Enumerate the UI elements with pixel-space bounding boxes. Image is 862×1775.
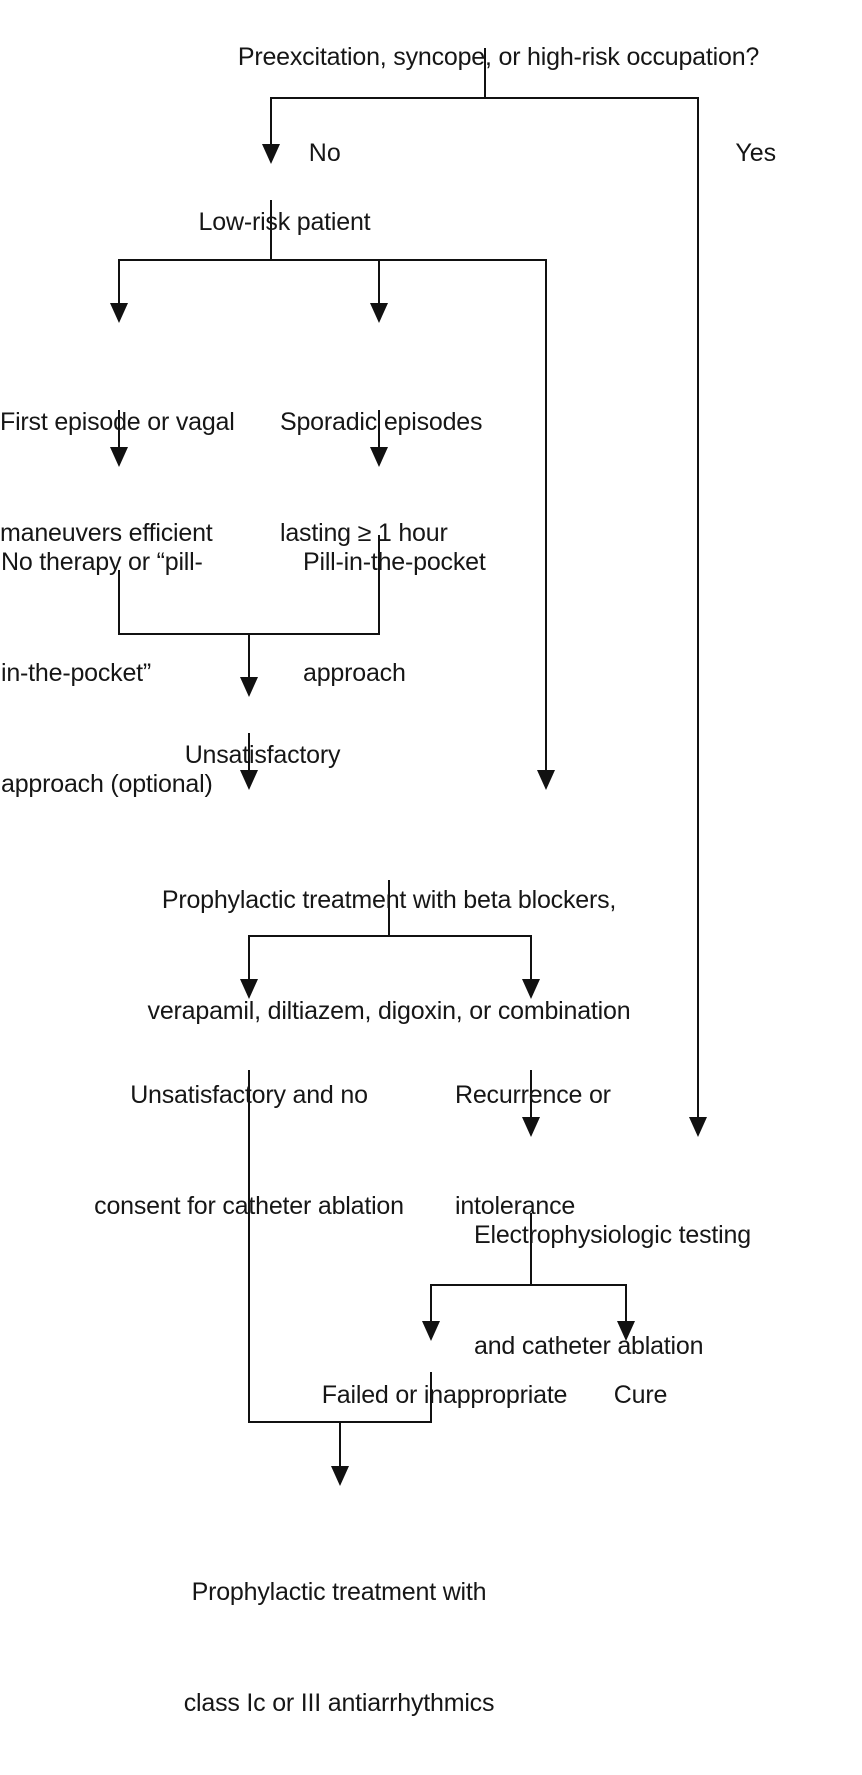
node-low-risk-patient: Low-risk patient <box>172 167 371 278</box>
connector-prophylactic-stem <box>388 880 390 936</box>
connector-unsatisfactory-to-prophylactic <box>248 733 250 783</box>
node-failed-or-inappropriate: Failed or inappropriate <box>295 1340 568 1451</box>
arrowhead-to-failed <box>422 1321 440 1341</box>
node-final-prophylactic-treatment: Prophylactic treatment with class Ic or … <box>184 1500 495 1775</box>
connector-to-failed <box>430 1284 432 1326</box>
pill-pocket-line1: Pill-in-the-pocket <box>303 548 486 576</box>
arrowhead-to-pill-pocket <box>370 447 388 467</box>
node-ep-testing: Electrophysiologic testing and catheter … <box>474 1143 751 1439</box>
connector-low-risk-stem <box>270 200 272 260</box>
node-no-therapy: No therapy or “pill- in-the-pocket” appr… <box>1 470 213 877</box>
unsatisfactory-label: Unsatisfactory <box>184 741 341 769</box>
arrowhead-to-sporadic <box>370 303 388 323</box>
connector-final-merge-stem <box>339 1421 341 1471</box>
first-episode-line2: maneuvers efficient <box>0 519 213 547</box>
connector-failed-down <box>430 1372 432 1422</box>
node-root-question: Preexcitation, syncope, or high-risk occ… <box>211 2 759 113</box>
node-pill-in-the-pocket: Pill-in-the-pocket approach <box>303 470 486 766</box>
node-prophylactic-treatment: Prophylactic treatment with beta blocker… <box>148 808 631 1104</box>
node-cure: Cure <box>587 1340 668 1451</box>
arrowhead-to-final-treatment <box>331 1466 349 1486</box>
connector-to-first-episode <box>118 259 120 307</box>
first-episode-line1: First episode or vagal <box>0 408 235 436</box>
no-consent-line2: consent for catheter ablation <box>94 1192 404 1220</box>
arrowhead-to-no-therapy <box>110 447 128 467</box>
arrowhead-recurrence-to-ep-testing <box>522 1117 540 1137</box>
connector-sporadic-to-pill-pocket <box>378 410 380 452</box>
connector-merge-to-unsatisfactory <box>248 633 250 681</box>
edge-label-yes: Yes <box>708 108 776 198</box>
connector-to-cure <box>625 1284 627 1326</box>
prophylactic-line1: Prophylactic treatment with beta blocker… <box>161 886 617 914</box>
final-line2: class Ic or III antiarrhythmics <box>183 1689 495 1717</box>
connector-no-branch <box>270 97 272 149</box>
pill-pocket-line2: approach <box>303 659 406 687</box>
connector-recurrence-to-ep-testing <box>530 1070 532 1132</box>
connector-ep-testing-stem <box>530 1213 532 1285</box>
cure-label: Cure <box>613 1381 668 1409</box>
connector-no-consent-long-rail <box>248 1070 250 1422</box>
connector-pill-pocket-down <box>378 535 380 634</box>
arrowhead-unsatisfactory-to-prophylactic <box>240 770 258 790</box>
sporadic-line1: Sporadic episodes <box>280 408 483 436</box>
root-question-label: Preexcitation, syncope, or high-risk occ… <box>237 43 760 71</box>
connector-root-stem <box>484 48 486 98</box>
connector-low-risk-split-bar <box>118 259 546 261</box>
connector-lowrisk-bypass-to-prophylactic <box>545 259 547 783</box>
node-sporadic-episodes: Sporadic episodes lasting ≥ 1 hour <box>280 330 482 626</box>
connector-to-no-consent <box>248 935 250 983</box>
no-label: No <box>308 139 341 167</box>
arrowhead-to-cure <box>617 1321 635 1341</box>
ep-testing-line1: Electrophysiologic testing <box>474 1221 751 1249</box>
edge-label-no: No <box>281 108 341 198</box>
connector-to-recurrence <box>530 935 532 983</box>
node-first-episode: First episode or vagal maneuvers efficie… <box>0 330 235 626</box>
arrowhead-to-first-episode <box>110 303 128 323</box>
failed-label: Failed or inappropriate <box>321 1381 568 1409</box>
arrowhead-to-no-consent <box>240 979 258 999</box>
no-therapy-line1: No therapy or “pill- <box>1 548 203 576</box>
connector-no-therapy-down <box>118 570 120 634</box>
connector-prophylactic-split-bar <box>248 935 531 937</box>
ep-testing-line2: and catheter ablation <box>474 1332 704 1360</box>
sporadic-line2: lasting ≥ 1 hour <box>280 519 448 547</box>
connector-root-split-bar <box>270 97 698 99</box>
connector-to-sporadic <box>378 259 380 307</box>
arrowhead-bypass-to-prophylactic <box>537 770 555 790</box>
yes-label: Yes <box>735 139 777 167</box>
node-unsatisfactory: Unsatisfactory <box>158 700 341 811</box>
final-line1: Prophylactic treatment with <box>191 1578 487 1606</box>
arrowhead-to-low-risk <box>262 144 280 164</box>
recurrence-line2: intolerance <box>455 1192 576 1220</box>
connector-yes-branch <box>697 97 699 1132</box>
recurrence-line1: Recurrence or <box>455 1081 611 1109</box>
connector-ep-split-bar <box>430 1284 626 1286</box>
low-risk-patient-label: Low-risk patient <box>198 208 371 236</box>
no-therapy-line3: approach (optional) <box>1 770 213 798</box>
no-consent-line1: Unsatisfactory and no <box>130 1081 368 1109</box>
no-therapy-line2: in-the-pocket” <box>1 659 152 687</box>
arrowhead-to-unsatisfactory <box>240 677 258 697</box>
arrowhead-yes-to-ep-testing <box>689 1117 707 1137</box>
prophylactic-line2: verapamil, diltiazem, digoxin, or combin… <box>147 997 631 1025</box>
connector-first-episode-to-no-therapy <box>118 410 120 452</box>
node-recurrence-intolerance: Recurrence or intolerance <box>455 1003 611 1299</box>
node-unsatisfactory-no-consent: Unsatisfactory and no consent for cathet… <box>94 1003 404 1299</box>
arrowhead-to-recurrence <box>522 979 540 999</box>
